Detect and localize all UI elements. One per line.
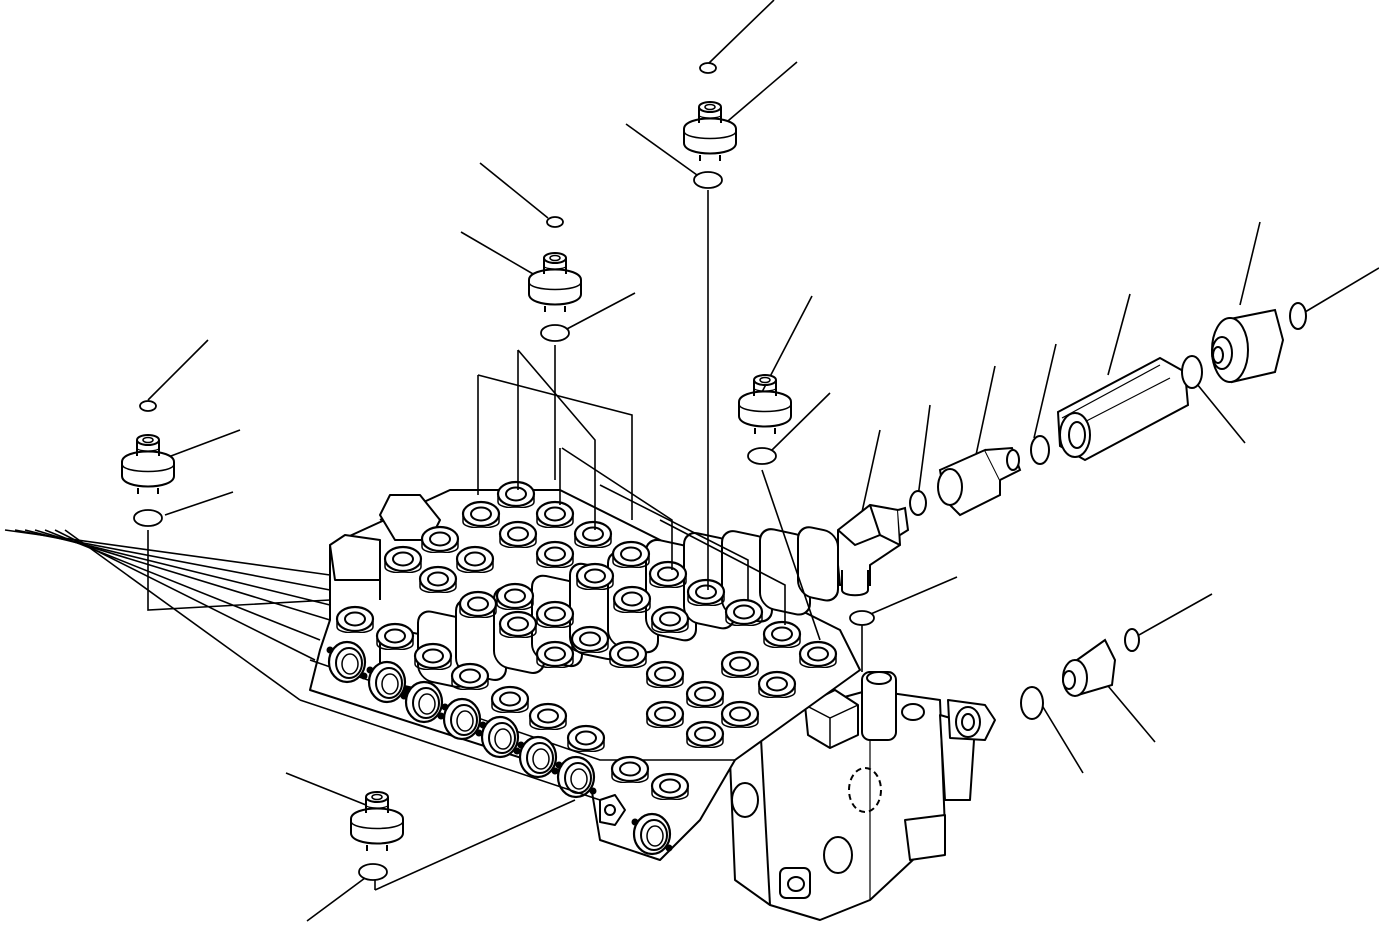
o-ring (540, 324, 570, 342)
plug-upper-left (528, 216, 582, 342)
end-cap (1211, 302, 1307, 384)
o-ring-small (546, 216, 564, 228)
plug-bottom (350, 791, 404, 881)
hex-body (1056, 355, 1203, 462)
o-ring (1020, 686, 1044, 720)
relief-cartridge (1020, 628, 1140, 720)
valve-body (309, 480, 996, 921)
plug-top (683, 62, 737, 189)
adapter-fitting (937, 435, 1050, 517)
o-ring-small (139, 400, 157, 412)
plug-mid (738, 374, 792, 465)
o-ring (1181, 355, 1203, 389)
o-ring (909, 490, 927, 516)
o-ring (1124, 628, 1140, 652)
o-ring (133, 509, 163, 527)
o-ring (1030, 435, 1050, 465)
plug-left (121, 400, 175, 527)
o-ring (358, 863, 388, 881)
o-ring (747, 447, 777, 465)
o-ring (1289, 302, 1307, 330)
o-ring-small (699, 62, 717, 74)
o-ring (849, 610, 875, 626)
o-ring (693, 171, 723, 189)
elbow-fitting (837, 490, 927, 597)
